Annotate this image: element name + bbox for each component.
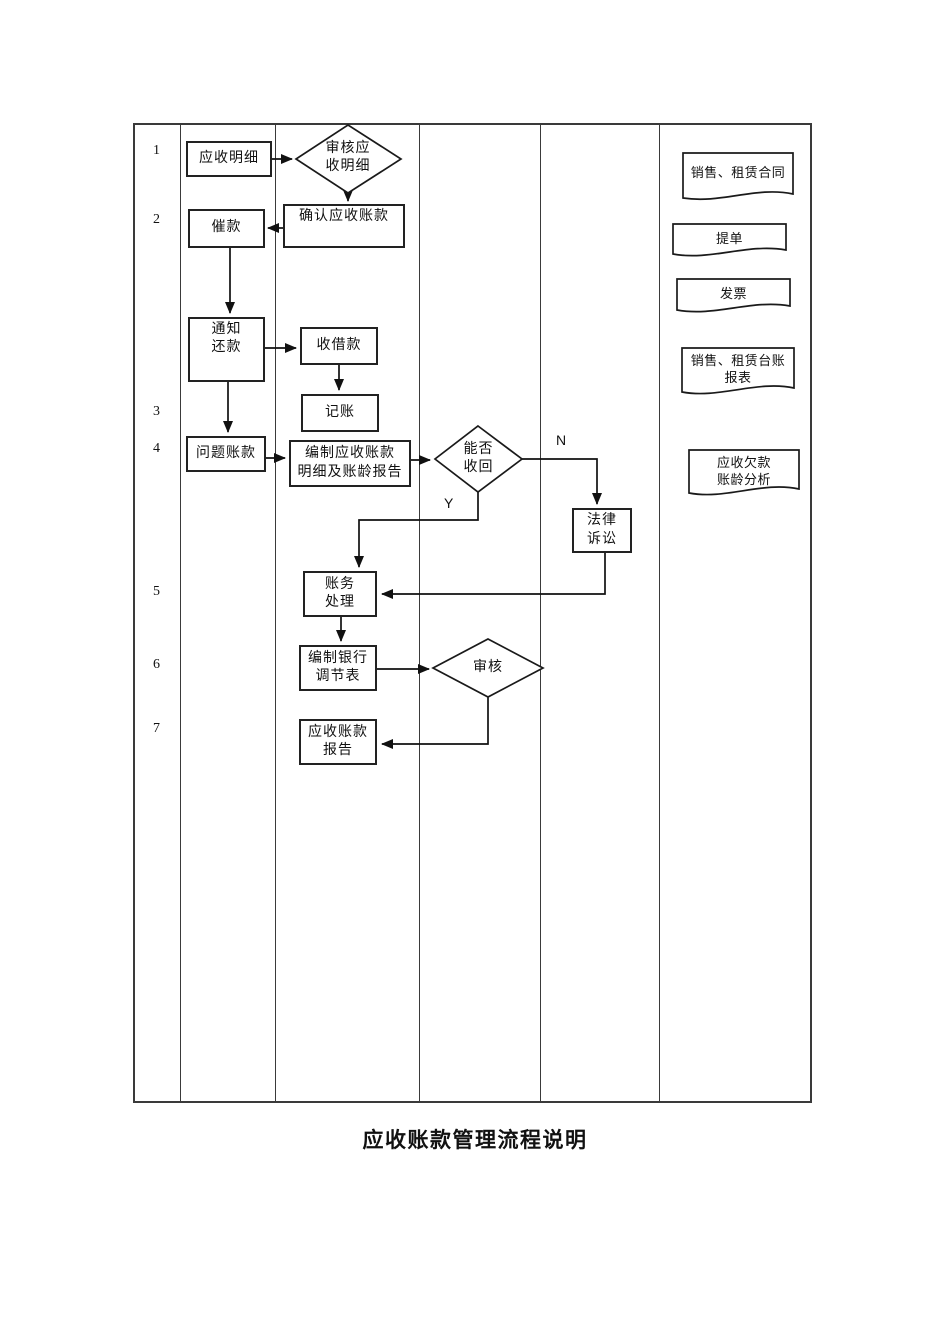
lane-separator-5 [659,123,660,1103]
step-number-7: 7 [153,721,160,736]
decision-audit-detail: 审核应 收明细 [296,127,400,189]
step-number-1: 1 [153,143,160,158]
node-receivable-detail-label: 应收明细 [199,150,259,166]
doc-sales-lease-contract: 销售、租赁合同 [683,154,793,192]
node-problem-accounts: 问题账款 [186,436,266,472]
node-receivable-report: 应收账款 报告 [299,719,377,765]
lane-separator-4 [540,123,541,1103]
doc-sales-lease-ledger-shape [681,347,795,395]
node-legal-action-label: 法律 诉讼 [587,513,617,547]
step-number-6: 6 [153,657,160,672]
step-number-3: 3 [153,404,160,419]
decision-audit-detail-shape [294,123,403,195]
node-legal-action: 法律 诉讼 [572,508,632,553]
node-press-payment: 催款 [188,209,265,248]
node-receive-loan: 收借款 [300,327,378,365]
decision-can-recover: 能否 收回 [435,427,522,491]
node-confirm-receivable: 确认应收账款 [283,204,405,248]
arrow-yes-to-treatment [354,492,479,568]
decision-audit-detail-label: 审核应 收明细 [325,140,371,174]
doc-bill-of-lading-shape [672,223,787,257]
doc-aging-analysis-label: 应收欠款 账龄分析 [716,455,771,487]
decision-audit: 审核 [433,641,543,695]
node-receive-loan-label: 收借款 [316,337,362,353]
decision-can-recover-label: 能否 收回 [463,441,494,475]
doc-sales-lease-contract-label: 销售、租赁合同 [690,164,786,180]
node-bank-reconciliation: 编制银行 调节表 [299,645,377,691]
node-aging-report-label: 编制应收账款 明细及账龄报告 [297,446,403,480]
node-account-treatment: 账务 处理 [303,571,377,617]
node-receivable-detail: 应收明细 [186,141,272,177]
flowchart-table-outline [133,123,812,1103]
doc-sales-lease-ledger: 销售、租赁台账 报表 [682,349,794,391]
doc-sales-lease-ledger-label: 销售、租赁台账 报表 [690,353,786,385]
node-bookkeeping: 记账 [301,394,379,432]
doc-sales-lease-contract-shape [682,152,794,201]
node-problem-accounts-label: 问题账款 [196,445,256,461]
node-bank-reconciliation-label: 编制银行 调节表 [308,650,368,684]
doc-aging-analysis: 应收欠款 账龄分析 [689,451,799,493]
flow-title: 应收账款管理流程说明 [362,1128,588,1152]
node-receivable-report-label: 应收账款 报告 [308,724,368,758]
node-aging-report: 编制应收账款 明细及账龄报告 [289,440,411,487]
decision-audit-label: 审核 [473,659,503,675]
node-press-payment-label: 催款 [211,220,242,236]
arrow-legal-to-treatment [381,553,606,599]
lane-separator-1 [180,123,181,1103]
node-notify-repay-label: 通知 还款 [211,322,242,356]
node-account-treatment-label: 账务 处理 [325,576,355,610]
node-notify-repay: 通知 还款 [188,317,265,382]
doc-invoice-label: 发票 [719,285,747,301]
node-confirm-receivable-label: 确认应收账款 [299,209,389,224]
step-number-5: 5 [153,584,160,599]
arrow-audit-to-report [381,697,489,749]
branch-label-no: N [556,432,567,448]
decision-can-recover-shape [433,424,524,494]
node-bookkeeping-label: 记账 [325,404,355,420]
lane-separator-3 [419,123,420,1103]
doc-invoice: 发票 [677,279,790,309]
step-number-2: 2 [153,212,160,227]
doc-aging-analysis-shape [688,449,800,496]
doc-bill-of-lading-label: 提单 [715,230,743,246]
branch-label-yes: Y [444,495,454,511]
decision-audit-shape [431,638,545,698]
step-number-4: 4 [153,441,160,456]
doc-bill-of-lading: 提单 [673,224,786,254]
doc-invoice-shape [676,278,791,313]
lane-separator-2 [275,123,276,1103]
arrow-no-to-legal [522,458,602,505]
